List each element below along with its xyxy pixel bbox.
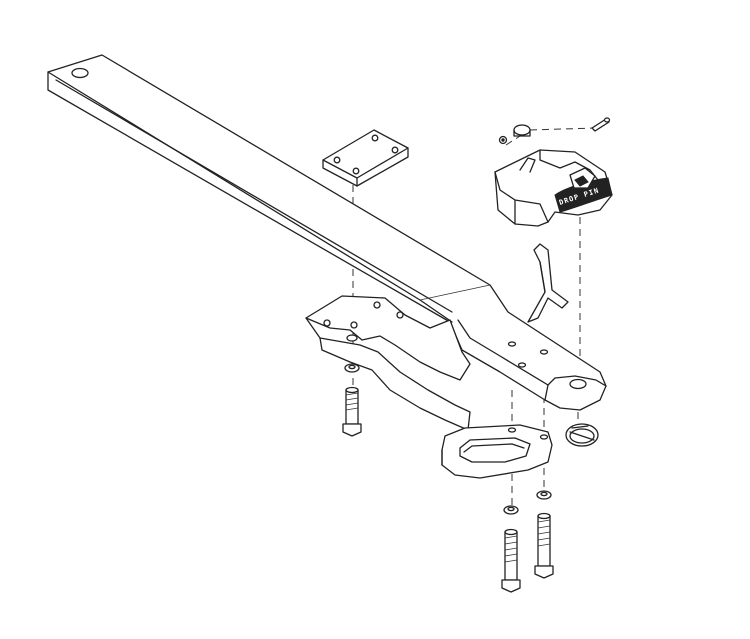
top-hardware bbox=[498, 117, 611, 145]
mounting-plate bbox=[322, 129, 409, 187]
left-bolt-assembly bbox=[342, 363, 362, 437]
drawbar-beam bbox=[47, 54, 607, 411]
lunette-eye bbox=[441, 424, 553, 479]
support-bracket bbox=[305, 295, 471, 431]
right-bolt-assembly bbox=[534, 490, 554, 579]
pintle-jaw: DROP PIN bbox=[494, 149, 613, 227]
center-bolt-assembly bbox=[501, 505, 521, 593]
spring-cap bbox=[513, 124, 531, 136]
drop-pin-ring bbox=[565, 423, 599, 447]
beam-pin-hole bbox=[569, 378, 587, 390]
latch-spring bbox=[527, 243, 569, 323]
beam-end-hole bbox=[71, 67, 89, 79]
